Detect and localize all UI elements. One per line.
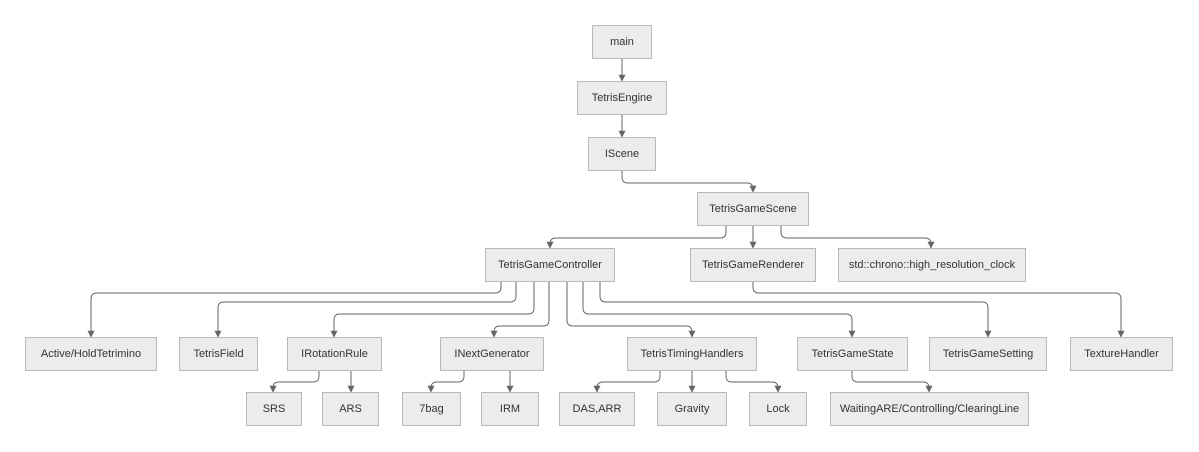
edge-state-states xyxy=(851,371,933,393)
node-game-states: WaitingARE/Controlling/ClearingLine xyxy=(830,392,1029,426)
edge-timing-lock xyxy=(725,371,782,393)
edge-gamescene-controller xyxy=(546,226,727,249)
node-tetris-game-scene: TetrisGameScene xyxy=(697,192,809,226)
edge-renderer-texture xyxy=(752,282,1125,338)
node-gravity: Gravity xyxy=(657,392,727,426)
node-inext-generator: INextGenerator xyxy=(440,337,544,371)
edge-rotation-srs xyxy=(269,371,320,393)
node-tetris-engine: TetrisEngine xyxy=(577,81,667,115)
node-main: main xyxy=(592,25,652,59)
node-irm: IRM xyxy=(481,392,539,426)
node-tetris-game-renderer: TetrisGameRenderer xyxy=(690,248,816,282)
node-active-hold-tetrimino: Active/HoldTetrimino xyxy=(25,337,157,371)
node-7bag: 7bag xyxy=(402,392,461,426)
node-tetris-game-controller: TetrisGameController xyxy=(485,248,615,282)
node-iscene: IScene xyxy=(588,137,656,171)
edge-gamescene-clock xyxy=(780,226,935,249)
node-tetris-timing-handlers: TetrisTimingHandlers xyxy=(627,337,757,371)
edge-controller-setting xyxy=(599,282,992,338)
node-lock: Lock xyxy=(749,392,807,426)
edge-controller-nextgen xyxy=(490,282,550,338)
node-ars: ARS xyxy=(322,392,379,426)
node-tetris-game-state: TetrisGameState xyxy=(797,337,908,371)
node-das-arr: DAS,ARR xyxy=(559,392,635,426)
node-high-resolution-clock: std::chrono::high_resolution_clock xyxy=(838,248,1026,282)
edge-controller-state xyxy=(582,282,856,338)
edge-controller-timing xyxy=(566,282,696,338)
node-tetris-game-setting: TetrisGameSetting xyxy=(929,337,1047,371)
edge-timing-dasarr xyxy=(593,371,661,393)
edge-nextgen-7bag xyxy=(427,371,465,393)
node-texture-handler: TextureHandler xyxy=(1070,337,1173,371)
edge-iscene-gamescene xyxy=(621,171,757,193)
edge-controller-field xyxy=(214,282,517,338)
edge-controller-activehold xyxy=(87,282,502,338)
node-irotation-rule: IRotationRule xyxy=(287,337,382,371)
edge-controller-rotation xyxy=(330,282,535,338)
node-tetris-field: TetrisField xyxy=(179,337,258,371)
node-srs: SRS xyxy=(246,392,302,426)
